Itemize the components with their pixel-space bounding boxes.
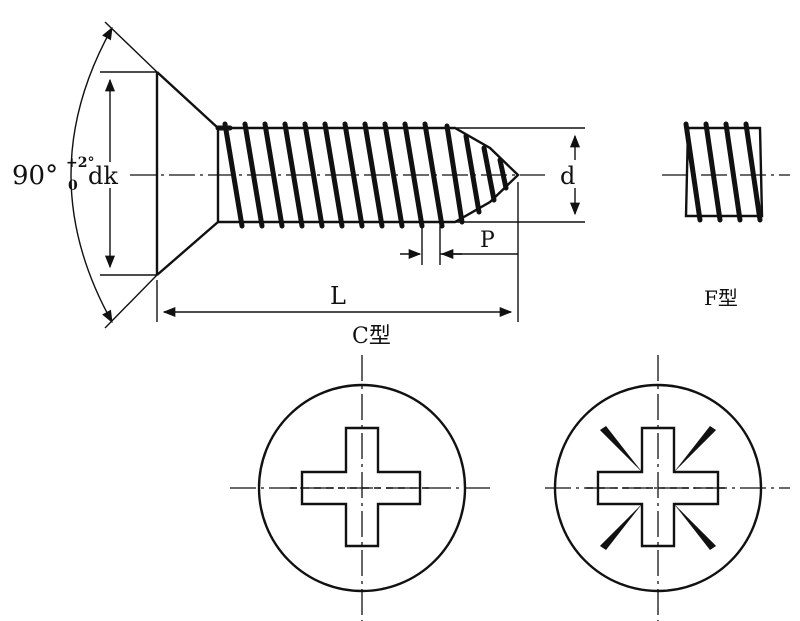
length-label: L: [330, 282, 346, 310]
type-c-label: C型: [352, 324, 391, 349]
diameter-label: d: [560, 162, 575, 190]
dk-label: dk: [88, 162, 118, 190]
angle-arc: [70, 26, 113, 324]
f-type-tip-view: F型: [662, 121, 790, 310]
head-top-view-pozidriv: [545, 355, 790, 621]
head-top-view-phillips: [230, 355, 495, 621]
screw-head-outline: [155, 71, 220, 276]
angle-label: 90°: [12, 161, 58, 191]
pozidriv-tick-marks: [600, 426, 716, 550]
screw-side-view: 90° +2° 0 dk L P d: [12, 21, 585, 329]
angle-tolerance-lower: 0: [68, 178, 78, 194]
f-type-thread: [683, 121, 763, 223]
pitch-label: P: [480, 228, 495, 253]
type-f-label: F型: [704, 286, 738, 310]
screw-thread: [215, 121, 509, 229]
phillips-recess: [300, 426, 422, 548]
